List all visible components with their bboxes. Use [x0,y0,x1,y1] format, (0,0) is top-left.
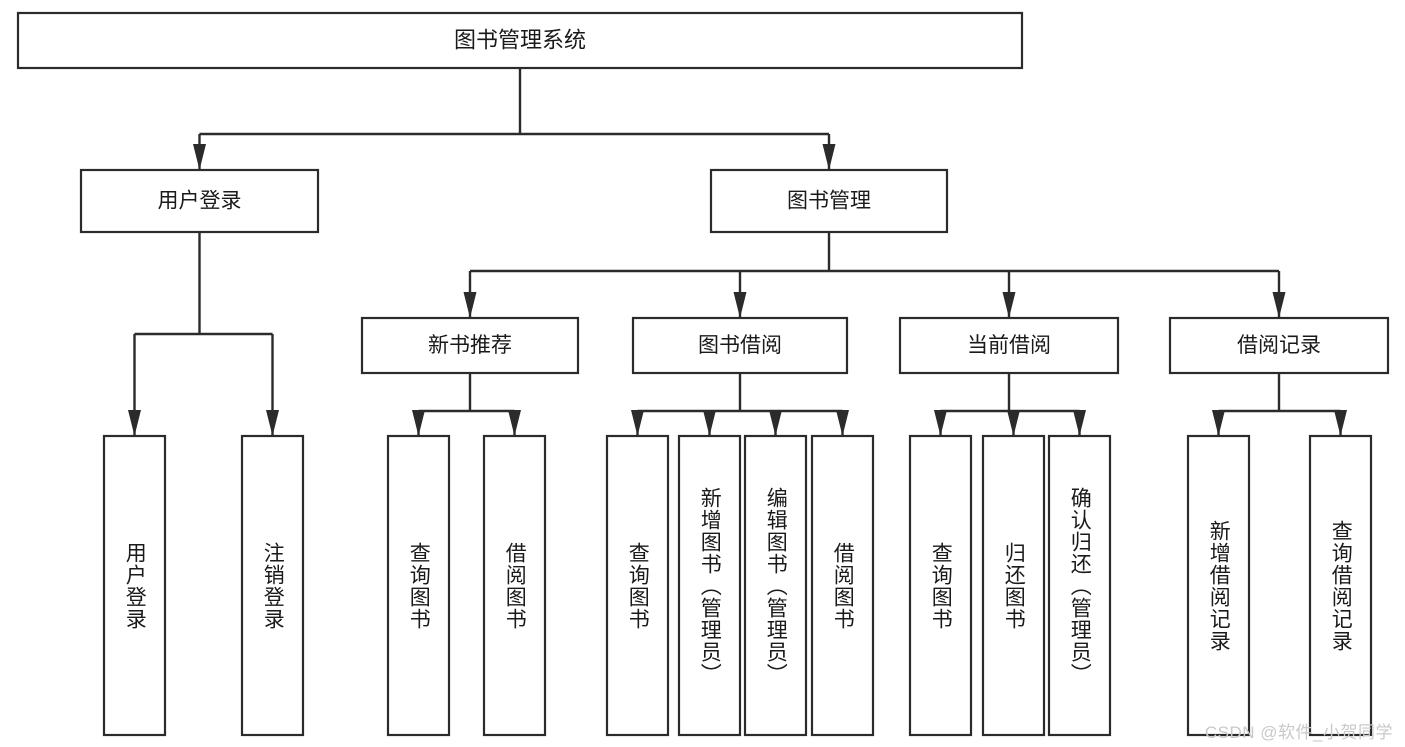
node-label: 图书管理系统 [454,27,586,52]
leaf-node-1 [240,434,305,737]
leaf-node-5 [677,434,742,737]
leaf-node-7 [810,434,875,737]
level3-node-0 [360,316,580,375]
watermark-text: CSDN @软件_小贺同学 [1204,723,1393,742]
leaf-node-12 [1308,434,1373,737]
level3-node-3 [1168,316,1390,375]
node-label: 图书借阅 [698,334,782,357]
leaf-node-8 [908,434,973,737]
level3-node-2 [898,316,1120,375]
node-label: 借阅记录 [1237,334,1321,357]
root-node-图书管理系统 [16,11,1024,70]
leaf-node-6 [743,434,808,737]
level2-node-1 [709,168,949,234]
leaf-node-9 [981,434,1046,737]
node-label: 图书管理 [787,190,871,213]
level3-node-1 [631,316,849,375]
leaf-node-2 [386,434,451,737]
leaf-node-0 [102,434,167,737]
node-label: 用户登录 [158,190,242,213]
connector-layer [128,68,1347,436]
leaf-node-3 [482,434,547,737]
level2-node-0 [79,168,320,234]
node-label: 新书推荐 [428,334,512,357]
leaf-node-10 [1047,434,1112,737]
leaf-node-4 [605,434,670,737]
leaf-node-11 [1186,434,1251,737]
node-label: 当前借阅 [967,334,1051,357]
node-box-layer [16,11,1390,737]
